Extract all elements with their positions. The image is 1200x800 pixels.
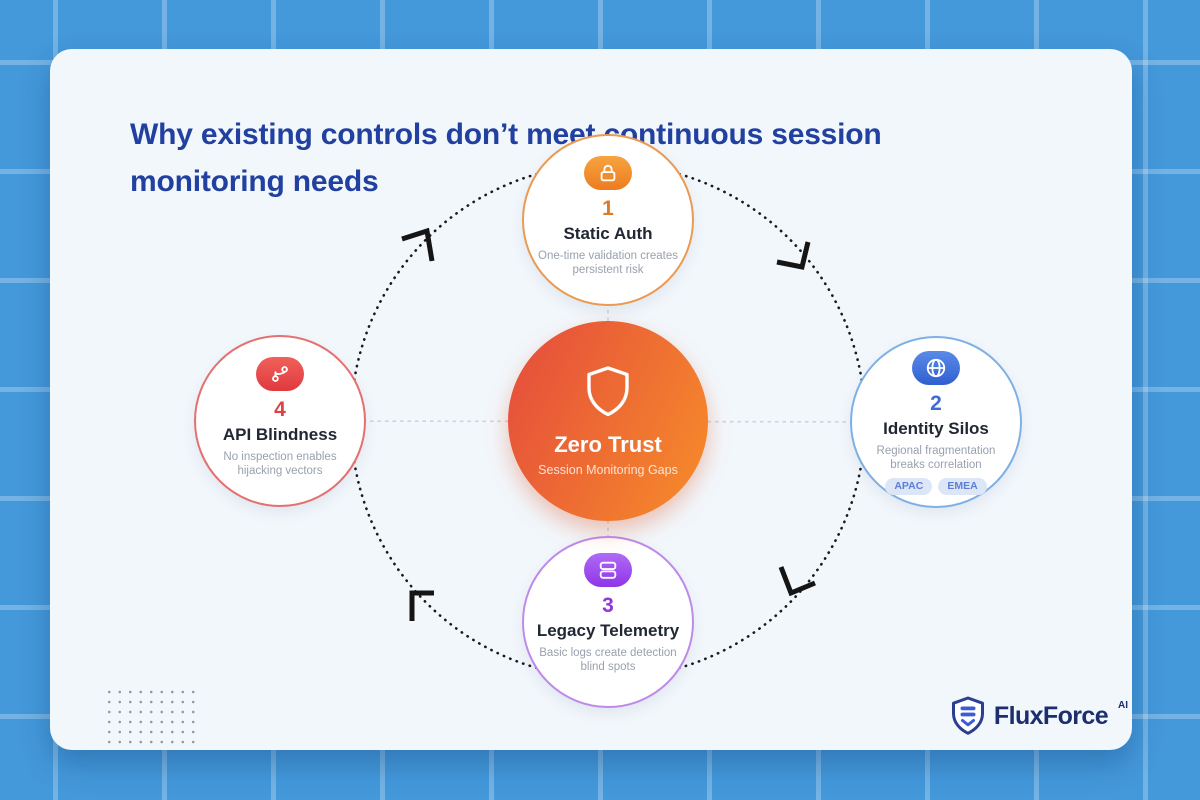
brand-superscript: AI <box>1118 700 1128 711</box>
region-tags: APAC EMEA <box>885 478 987 495</box>
region-tag-emea: EMEA <box>938 478 987 495</box>
node-description: No inspection enables hijacking vectors <box>223 451 337 477</box>
page-title: Why existing controls don’t meet continu… <box>130 118 882 198</box>
region-tag-apac: APAC <box>885 478 933 495</box>
node-title: Identity Silos <box>883 419 989 438</box>
node-identity-silos: 2 Identity Silos Regional fragmentation … <box>850 336 1022 508</box>
node-legacy-telemetry: 3 Legacy Telemetry Basic logs create det… <box>522 536 694 708</box>
node-number: 4 <box>274 398 286 421</box>
center-title: Zero Trust <box>554 432 662 457</box>
shield-icon <box>587 366 629 417</box>
node-description: One-time validation creates persistent r… <box>538 250 678 276</box>
node-description: Basic logs create detection blind spots <box>539 647 677 673</box>
brand-logo: FluxForce AI <box>951 694 1128 738</box>
lock-icon <box>584 156 632 190</box>
brand-name: FluxForce <box>993 701 1109 730</box>
node-static-auth: 1 Static Auth One-time validation create… <box>522 134 694 306</box>
dot-pattern-decoration <box>104 687 198 745</box>
node-number: 3 <box>602 594 614 617</box>
git-branch-icon <box>256 357 304 391</box>
globe-icon <box>912 351 960 385</box>
node-title: API Blindness <box>222 425 338 444</box>
center-node-zero-trust: Zero Trust Session Monitoring Gaps <box>508 321 708 521</box>
node-number: 2 <box>930 392 942 415</box>
node-number: 1 <box>602 197 614 220</box>
center-subtitle: Session Monitoring Gaps <box>538 463 678 477</box>
shield-logo-icon <box>951 696 984 735</box>
server-stack-icon <box>584 553 632 587</box>
node-title: Legacy Telemetry <box>536 621 680 640</box>
node-description: Regional fragmentation breaks correlatio… <box>876 445 996 471</box>
node-api-blindness: 4 API Blindness No inspection enables hi… <box>194 335 366 507</box>
node-title: Static Auth <box>563 224 653 243</box>
